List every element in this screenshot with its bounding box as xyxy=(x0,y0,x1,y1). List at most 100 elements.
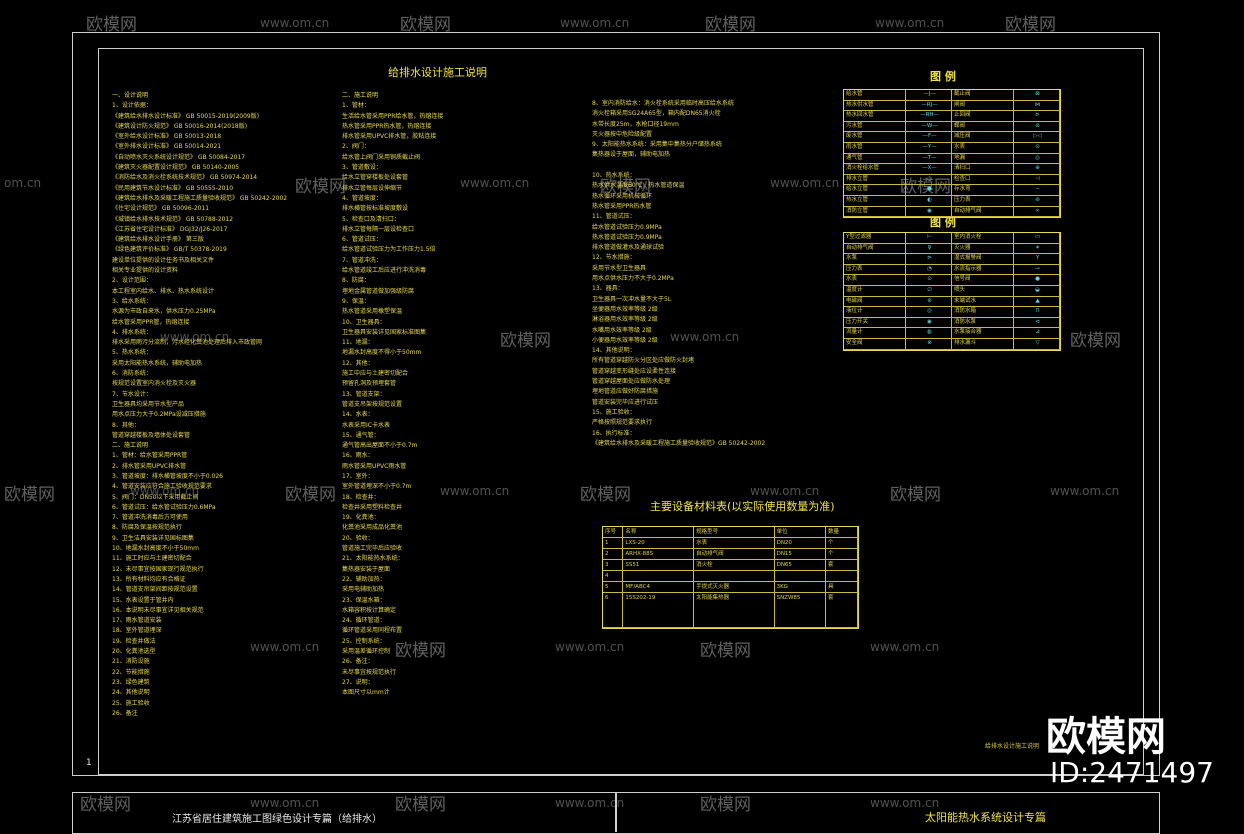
legend-symbol: ∞ xyxy=(1014,206,1060,217)
legend-symbol: ⊳ xyxy=(1014,111,1060,121)
watermark-brand-3: 欧模网 xyxy=(705,15,756,35)
legend-symbol: —T— xyxy=(906,153,952,164)
legend-label: 清扫口 xyxy=(952,164,1015,174)
table-cell: 4 xyxy=(603,571,624,581)
text-line: 4、管道坡度： xyxy=(342,194,382,202)
text-line: 21、太阳能热水系统： xyxy=(342,555,404,563)
text-line: 建设单位提供的设计任务书及相关文件 xyxy=(112,256,215,264)
legend-symbol: ⊳ xyxy=(906,254,952,264)
text-line: 排水管道做灌水及通球试验 xyxy=(592,244,665,252)
legend-symbol: —RJ— xyxy=(906,100,952,111)
table-header-cell: 规格型号 xyxy=(694,527,775,537)
table-cell xyxy=(623,571,695,581)
table-cell: SS51 xyxy=(623,560,695,570)
text-line: 排水横管按标准坡度敷设 xyxy=(342,205,409,213)
text-line: 20、验收： xyxy=(342,534,374,542)
text-line: 9、保温： xyxy=(342,297,370,305)
legend-label: 水表 xyxy=(844,275,907,285)
table-cell: 3 xyxy=(603,560,624,570)
table-header-cell: 数量 xyxy=(826,527,858,537)
text-line: 18、室外管道埋深 xyxy=(112,627,162,635)
legend-row: 安全阀⊗排水漏斗▽ xyxy=(844,338,1060,350)
legend-label: 自动排气阀 xyxy=(844,243,907,254)
text-line: 本图尺寸以mm计 xyxy=(342,689,390,697)
text-line: 采用温差循环控制 xyxy=(342,648,391,656)
text-line: 18、检查井： xyxy=(342,493,380,501)
watermark-url-10: www.om.cn xyxy=(440,484,510,498)
text-line: 22、节能措施 xyxy=(112,668,150,676)
legend-label: 流量计 xyxy=(844,328,907,338)
legend-label: 排水漏斗 xyxy=(952,338,1015,349)
text-line: 采用节水型卫生器具 xyxy=(592,264,647,272)
text-line: 管道穿越楼板及墙体处设套管 xyxy=(112,431,191,439)
watermark-brand-1: 欧模网 xyxy=(86,15,137,35)
text-line: 16、本说明未尽事宜详见相关规范 xyxy=(112,606,204,614)
text-line: 化粪池采用成品化粪池 xyxy=(342,524,403,532)
legend-label: 热水回水管 xyxy=(844,111,907,121)
text-line: 管道支吊架按规范设置 xyxy=(342,400,403,408)
legend-row: 废水管—F—减压阀▷◁ xyxy=(844,132,1060,143)
text-line: 24、循环管道： xyxy=(342,617,386,625)
footer-right-title: 太阳能热水系统设计专篇 xyxy=(925,811,1046,824)
legend-row: 液位计◎消防水箱⊓ xyxy=(844,307,1060,318)
table-cell: DN15 xyxy=(775,549,826,559)
legend-table-1: 给水管—J—截止阀⊠热水供水管—RJ—闸阀⋈热水回水管—RH—止回阀⊳污水管—W… xyxy=(843,89,1061,219)
text-line: 11、施工时应与土建密切配合 xyxy=(112,555,192,563)
legend-symbol: ♀ xyxy=(906,243,952,254)
text-line: 卫生器具均采用节水型产品 xyxy=(112,400,185,408)
legend-label: 减压阀 xyxy=(952,132,1015,142)
legend-label: Y型过滤器 xyxy=(844,233,907,243)
legend-symbol: —RH— xyxy=(906,111,952,121)
table-cell: MF/ABC4 xyxy=(623,582,695,592)
text-line: 2、设计范围： xyxy=(112,277,152,285)
table-header-cell: 名称 xyxy=(623,527,695,537)
text-line: 12、其他： xyxy=(342,359,374,367)
text-line: 11、地漏： xyxy=(342,339,374,347)
legend-symbol: ▷◁ xyxy=(1014,132,1060,142)
legend-label: 排水立管 xyxy=(844,174,907,185)
legend-label: 末端试水 xyxy=(952,296,1015,307)
text-line: 16、执行标准： xyxy=(592,429,636,437)
page-number: 1 xyxy=(86,758,92,768)
text-line: 相关专业提供的设计资料 xyxy=(112,267,179,275)
text-line: 给水管道竣工后应进行冲洗消毒 xyxy=(342,267,427,275)
text-line: 《建筑给水排水设计手册》 第三版 xyxy=(112,236,204,244)
watermark-brand-11: 欧模网 xyxy=(285,485,336,505)
text-line: 19、化粪池： xyxy=(342,514,380,522)
text-line: 12、节水措施： xyxy=(592,254,636,262)
legend-row: 压力开关◉消防水泵⊲ xyxy=(844,317,1060,329)
legend-label: 消火栓给水管 xyxy=(844,164,907,174)
text-line: 《室外给水设计标准》 GB 50013-2018 xyxy=(112,133,222,141)
legend-label: 通气管 xyxy=(844,153,907,164)
watermark-brand-16: 欧模网 xyxy=(80,795,131,815)
text-line: 水源为市政自来水，供水压力0.25MPa xyxy=(112,308,216,316)
text-line: 雨水管采用UPVC雨水管 xyxy=(342,462,407,470)
text-line: 用水点压力大于0.2MPa设减压措施 xyxy=(112,411,206,419)
text-line: 7、管道冲洗： xyxy=(342,256,382,264)
table-cell xyxy=(775,571,826,581)
text-line: 给水立管穿楼板处设套管 xyxy=(342,174,409,182)
legend-label: 信号阀 xyxy=(952,275,1015,285)
text-line: 热水管采用PPR热水管 xyxy=(592,202,652,210)
watermark-url-2: www.om.cn xyxy=(560,16,630,30)
text-line: 10、热水系统： xyxy=(592,172,636,180)
text-line: 卫生器具安装详见国家标准图集 xyxy=(342,328,427,336)
watermark-url-6: www.om.cn xyxy=(770,176,840,190)
legend-label: 压力开关 xyxy=(844,317,907,328)
text-line: 循环管道采用同程布置 xyxy=(342,627,403,635)
text-line: 16、雨水： xyxy=(342,452,374,460)
text-line: 4、管道安装应符合施工验收规范要求 xyxy=(112,483,212,491)
table-header-row: 序号名称规格型号单位数量 xyxy=(603,527,858,538)
table-cell: 2 xyxy=(603,549,624,559)
legend-symbol: —Y— xyxy=(906,142,952,153)
text-line: 《建筑给水排水及采暖工程施工质量验收规范》 GB 50242-2002 xyxy=(112,194,288,202)
legend-row: Y型过滤器⊢室内消火栓▭ xyxy=(844,233,1060,244)
legend2-title: 图 例 xyxy=(930,216,956,229)
legend-label: 湿式报警阀 xyxy=(952,254,1015,264)
table-cell: ARHX-88S xyxy=(623,549,695,559)
text-line: 通气管高出屋面不小于0.7m xyxy=(342,442,418,450)
text-line: 《城镇给水排水技术规范》 GB 50788-2012 xyxy=(112,215,234,223)
watermark-big-brand: 欧模网 xyxy=(1046,714,1166,760)
text-line: 6、管道试压： xyxy=(342,236,382,244)
